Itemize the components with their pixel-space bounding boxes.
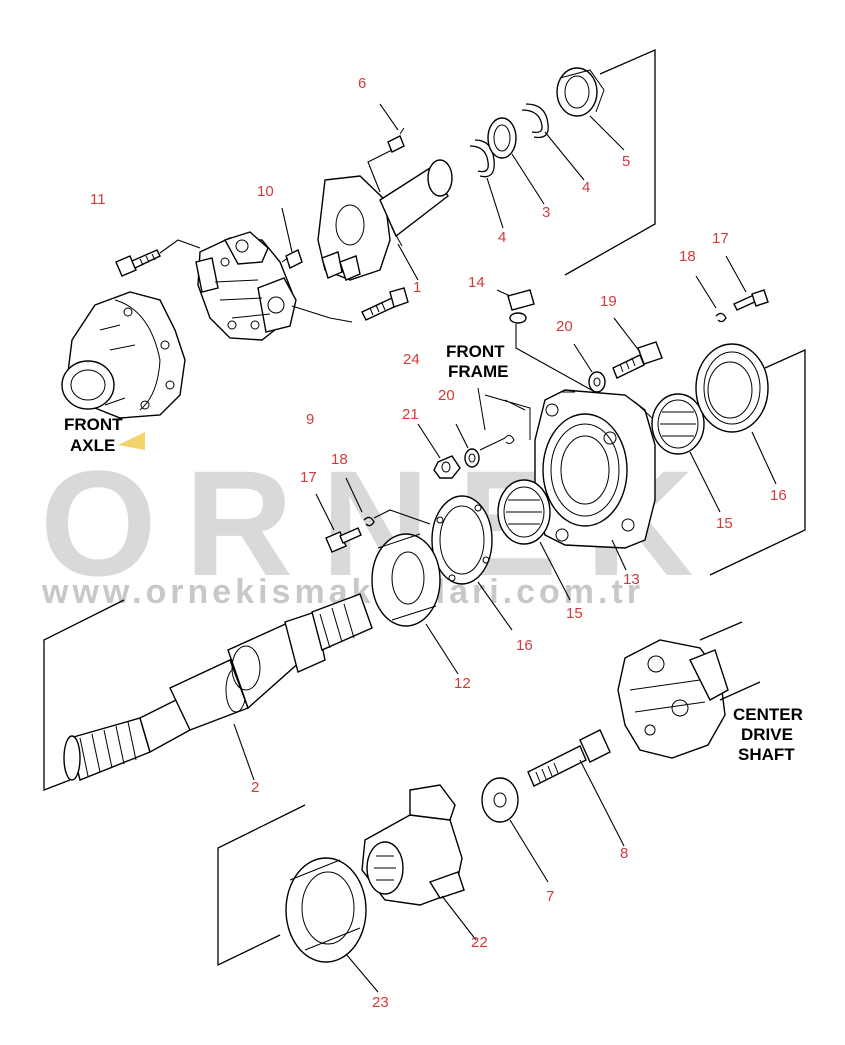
bearing-housing-part-13 (534, 389, 656, 571)
front-axle-caption: FRONT AXLE (64, 415, 123, 455)
snap-ring-part-4-left (469, 139, 504, 229)
callout-15-upper: 15 (716, 515, 733, 532)
callout-6: 6 (358, 75, 366, 92)
callout-7: 7 (546, 888, 554, 905)
callout-4-right: 4 (582, 179, 590, 196)
callout-16-upper: 16 (770, 487, 787, 504)
bolt-part-11 (115, 239, 201, 277)
bolt-part-17-upper (725, 255, 769, 311)
callout-17-lower: 17 (300, 469, 317, 486)
tapered-bearing-part-15-lower (497, 479, 571, 601)
callout-11: 11 (90, 191, 106, 208)
flange-yoke-part-22 (361, 784, 477, 941)
front-axle-caption-line2: AXLE (70, 436, 115, 455)
oil-seal-part-16-lower (431, 495, 513, 631)
callout-18-upper: 18 (679, 248, 696, 265)
center-drive-shaft-caption-line3: SHAFT (738, 745, 795, 764)
oil-seal-part-16-upper (695, 343, 777, 485)
callout-2: 2 (251, 779, 259, 796)
center-drive-shaft-caption-line1: CENTER (733, 705, 803, 724)
callout-9: 9 (306, 411, 314, 428)
callout-15-lower: 15 (566, 605, 583, 622)
callout-10: 10 (257, 183, 274, 200)
assembly-bracket-top (564, 49, 656, 276)
breather-part-14 (496, 289, 596, 393)
callout-17-upper: 17 (712, 230, 729, 247)
callout-1: 1 (413, 279, 421, 296)
lock-washer-part-18-lower (345, 477, 431, 527)
callouts: 6 11 10 1 4 3 4 5 17 18 14 19 20 24 20 2… (90, 75, 787, 1011)
front-axle-caption-line1: FRONT (64, 415, 123, 434)
lock-washer-part-18-upper (695, 275, 727, 323)
nut-part-21 (417, 423, 461, 479)
tapered-bearing-part-15-upper (651, 393, 721, 513)
callout-20-upper: 20 (556, 318, 573, 335)
center-drive-shaft-caption: CENTER DRIVE SHAFT (733, 705, 803, 764)
yoke-shaft-part-1 (317, 159, 453, 281)
assembly-bracket-bottom (217, 804, 306, 967)
callout-4-left: 4 (498, 229, 506, 246)
callout-24: 24 (403, 351, 420, 368)
washer-part-20-upper (573, 343, 606, 393)
front-frame-caption: FRONT FRAME (446, 342, 531, 440)
grease-fitting-part-10 (281, 207, 303, 269)
front-frame-caption-line2: FRAME (448, 362, 508, 381)
center-drive-joint (617, 621, 761, 759)
callout-12: 12 (454, 675, 471, 692)
callout-22: 22 (471, 934, 488, 951)
callout-14: 14 (468, 274, 485, 291)
callout-16-lower: 16 (516, 637, 533, 654)
callout-21: 21 (402, 406, 419, 423)
bolt-part-17-lower (315, 493, 362, 553)
callout-20-lower: 20 (438, 387, 455, 404)
snap-ring-part-4-right (521, 103, 585, 181)
splined-shaft-part-2 (63, 593, 373, 781)
bolt-part-24 (361, 287, 409, 321)
callout-5: 5 (622, 153, 630, 170)
bolt-part-19 (612, 317, 663, 379)
bolt-part-8 (527, 729, 625, 847)
callout-23: 23 (372, 994, 389, 1011)
grease-fitting-part-6 (367, 103, 405, 193)
bearing-ring-part-5 (556, 67, 625, 151)
callout-3: 3 (542, 204, 550, 221)
seal-part-23 (285, 857, 379, 993)
callout-13: 13 (623, 571, 640, 588)
front-axle-housing (61, 291, 186, 450)
universal-joint-part-9 (195, 231, 353, 341)
assembly-bracket-left (43, 599, 125, 791)
callout-18-lower: 18 (331, 451, 348, 468)
axle-highlight-mark (118, 432, 145, 450)
center-drive-shaft-caption-line2: DRIVE (741, 725, 793, 744)
dust-seal-part-12 (371, 533, 459, 675)
assembly-bracket-right (709, 348, 806, 576)
front-frame-caption-line1: FRONT (446, 342, 505, 361)
seal-ring-part-3 (487, 117, 545, 205)
washer-part-20-lower (455, 423, 515, 468)
callout-19: 19 (600, 293, 617, 310)
callout-8: 8 (620, 845, 628, 862)
washer-part-7 (481, 777, 549, 883)
